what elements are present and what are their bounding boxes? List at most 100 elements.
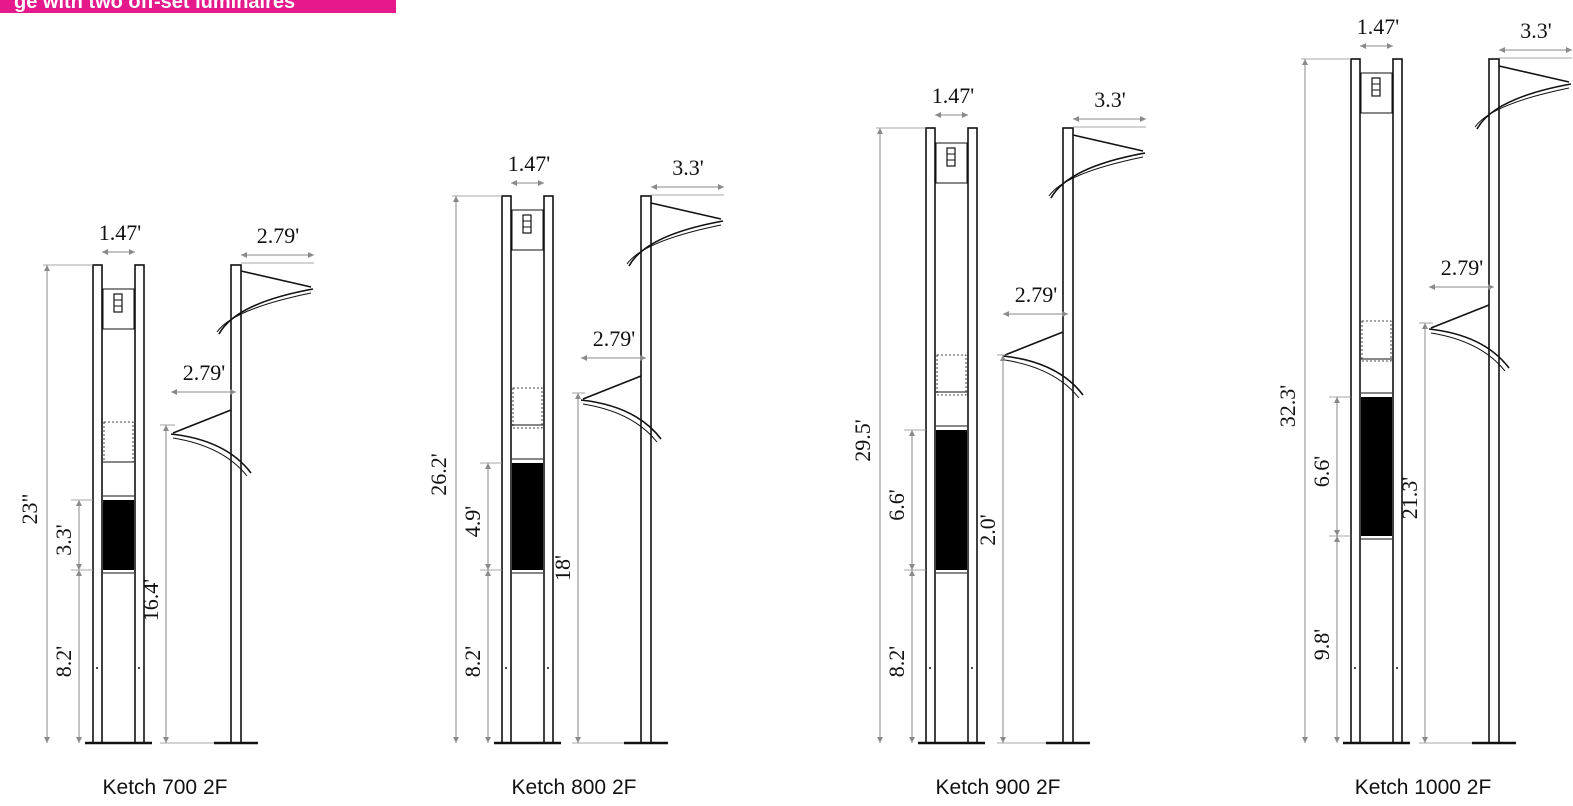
side-pole xyxy=(1062,127,1074,744)
pole-model-1: 1.47'23"3.3'8.2'2.79'2.79'16.4'Ketch 700… xyxy=(17,220,314,799)
section-banner: ge with two off-set luminaires xyxy=(0,0,396,13)
lower-arm-dimension xyxy=(171,389,236,395)
upper-arm-dimension-arrow-left xyxy=(241,252,247,258)
luminaire-cabinet xyxy=(102,288,135,330)
upper-arm-curve-inner xyxy=(1048,156,1144,197)
second-luminaire-module xyxy=(1361,320,1392,362)
base-height-label: 8.2' xyxy=(460,646,485,678)
total-height-label: 32.3' xyxy=(1275,385,1300,428)
panel-height-dimension-arrow-bottom xyxy=(909,564,915,570)
base-height-dimension-arrow-top xyxy=(76,570,82,576)
model-name-caption: Ketch 1000 2F xyxy=(1355,776,1492,799)
base-height-dimension-arrow-bottom xyxy=(76,737,82,743)
side-pole xyxy=(230,264,242,744)
lower-arm-cover xyxy=(582,375,642,400)
lower-mount-height-dimension-arrow-bottom xyxy=(575,737,581,743)
lower-mount-height-dimension xyxy=(163,425,169,743)
lower-arm-dimension-arrow-right xyxy=(1488,284,1494,290)
total-height-dimension xyxy=(1302,59,1308,743)
upper-arm-dimension xyxy=(651,184,724,190)
upper-arm-cover xyxy=(1072,134,1144,152)
width-dimension-arrow-left xyxy=(1360,43,1366,49)
width-dimension xyxy=(935,112,968,118)
total-height-dimension xyxy=(453,196,459,743)
total-height-dimension-arrow-top xyxy=(453,196,459,202)
panel-height-dimension-arrow-bottom xyxy=(485,564,491,570)
lower-arm-dimension xyxy=(1003,311,1068,317)
upper-arm-curve-inner xyxy=(1474,87,1570,128)
upper-arm-label: 3.3' xyxy=(1520,18,1552,43)
width-label: 1.47' xyxy=(508,151,551,176)
upper-arm-dimension-arrow-right xyxy=(718,184,724,190)
total-height-label: 23" xyxy=(17,494,42,525)
rivet xyxy=(1396,667,1398,669)
front-view xyxy=(918,127,985,745)
upper-arm-dimension-arrow-left xyxy=(1073,116,1079,122)
left-column xyxy=(501,195,512,744)
width-dimension-arrow-right xyxy=(129,249,135,255)
side-pole xyxy=(1488,58,1500,744)
lower-mount-height-dimension-arrow-top xyxy=(1000,355,1006,361)
width-label: 1.47' xyxy=(932,83,975,108)
model-name-caption: Ketch 800 2F xyxy=(512,776,637,799)
rivet xyxy=(505,667,507,669)
side-view xyxy=(1428,57,1572,745)
side-pole xyxy=(640,195,652,744)
base-height-dimension-arrow-top xyxy=(1334,536,1340,542)
upper-arm-dimension-arrow-right xyxy=(1140,116,1146,122)
base-height-dimension xyxy=(1334,536,1340,743)
upper-arm-cover xyxy=(1498,65,1570,83)
upper-arm-curve xyxy=(1476,83,1572,130)
upper-arm-label: 2.79' xyxy=(257,223,300,248)
lower-mount-height-dimension-arrow-bottom xyxy=(1422,737,1428,743)
total-height-dimension-arrow-bottom xyxy=(453,737,459,743)
upper-arm-cover xyxy=(650,202,722,220)
left-column xyxy=(92,264,103,744)
pole-model-2: 1.47'26.2'4.9'8.2'3.3'2.79'18'Ketch 800 … xyxy=(426,151,724,799)
panel-height-dimension-arrow-top xyxy=(76,500,82,506)
lower-arm-dimension-arrow-right xyxy=(230,389,236,395)
luminaire-icon xyxy=(1371,77,1381,97)
side-view xyxy=(170,262,314,745)
side-view xyxy=(1002,126,1146,745)
lower-mount-height-label: 2.0' xyxy=(975,514,1000,546)
width-dimension xyxy=(102,249,135,255)
lower-mount-height-dimension xyxy=(575,393,581,743)
front-view xyxy=(85,264,152,745)
lower-arm-dimension-arrow-left xyxy=(171,389,177,395)
second-luminaire-module xyxy=(936,354,967,396)
upper-arm-dimension-arrow-right xyxy=(1566,47,1572,53)
lower-mount-height-label: 21.3' xyxy=(1397,477,1422,520)
base-height-dimension xyxy=(485,570,491,743)
panel-height-dimension-arrow-bottom xyxy=(1334,530,1340,536)
lower-arm-curve xyxy=(1002,355,1084,396)
lower-arm-dimension xyxy=(581,355,646,361)
total-height-dimension-arrow-top xyxy=(44,265,50,271)
base-height-dimension xyxy=(909,570,915,743)
width-label: 1.47' xyxy=(99,220,142,245)
lower-arm-curve-inner xyxy=(1430,332,1506,372)
base-height-label: 9.8' xyxy=(1309,629,1334,661)
luminaire-cabinet xyxy=(935,142,968,184)
upper-arm-curve xyxy=(218,288,314,335)
upper-arm-label: 3.3' xyxy=(1094,87,1126,112)
lower-arm-dimension-arrow-left xyxy=(581,355,587,361)
rivet xyxy=(138,667,140,669)
lower-mount-height-dimension-arrow-bottom xyxy=(163,737,169,743)
panel-height-label: 4.9' xyxy=(460,506,485,538)
upper-arm-dimension xyxy=(1073,116,1146,122)
lower-arm-curve-inner xyxy=(172,437,248,477)
total-height-dimension-arrow-bottom xyxy=(44,737,50,743)
right-column xyxy=(134,264,145,744)
width-dimension-arrow-right xyxy=(962,112,968,118)
luminaire-icon xyxy=(522,214,532,234)
lower-arm-cover xyxy=(172,409,232,434)
width-dimension-arrow-left xyxy=(935,112,941,118)
lower-arm-dimension-arrow-right xyxy=(640,355,646,361)
display-panel xyxy=(103,500,134,570)
lower-arm-label: 2.79' xyxy=(593,326,636,351)
total-height-dimension-arrow-top xyxy=(877,128,883,134)
second-luminaire-module xyxy=(103,421,134,463)
panel-height-dimension-arrow-top xyxy=(1334,397,1340,403)
display-panel xyxy=(1361,397,1392,536)
